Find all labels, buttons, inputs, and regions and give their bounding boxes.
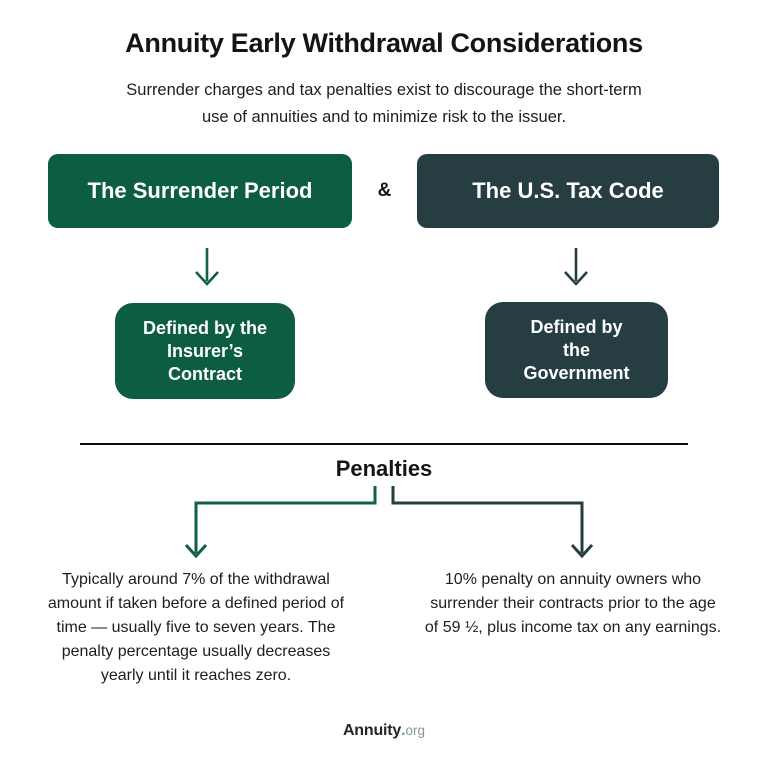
page-title: Annuity Early Withdrawal Considerations xyxy=(125,28,643,58)
tax-penalty-text: 10% penalty on annuity owners who surren… xyxy=(424,571,722,636)
annuity-org-logo: Annuity.org xyxy=(0,722,768,740)
surrender-penalty-text: Typically around 7% of the withdrawal am… xyxy=(47,571,345,684)
ampersand-label: & xyxy=(377,180,392,201)
down-arrow-icon-slate xyxy=(564,248,588,286)
penalties-heading: Penalties xyxy=(335,456,433,481)
penalties-bracket-connector-icon xyxy=(184,486,594,559)
page-subtitle: Surrender charges and tax penalties exis… xyxy=(126,81,642,126)
tax-code-box: The U.S. Tax Code xyxy=(417,154,719,228)
surrender-period-box: The Surrender Period xyxy=(48,154,352,228)
section-divider xyxy=(80,443,688,445)
insurer-contract-label: Defined by the Insurer’s Contract xyxy=(142,317,267,384)
logo-name: Annuity xyxy=(342,722,402,739)
down-arrow-icon-green xyxy=(195,248,219,286)
government-box: Defined by the Government xyxy=(485,302,668,398)
tax-code-label: The U.S. Tax Code xyxy=(472,178,664,203)
insurer-contract-box: Defined by the Insurer’s Contract xyxy=(115,303,295,399)
government-label: Defined by the Government xyxy=(523,316,630,383)
logo-suffix: org xyxy=(405,723,426,738)
surrender-period-label: The Surrender Period xyxy=(87,178,313,203)
logo-dot: . xyxy=(401,722,406,739)
